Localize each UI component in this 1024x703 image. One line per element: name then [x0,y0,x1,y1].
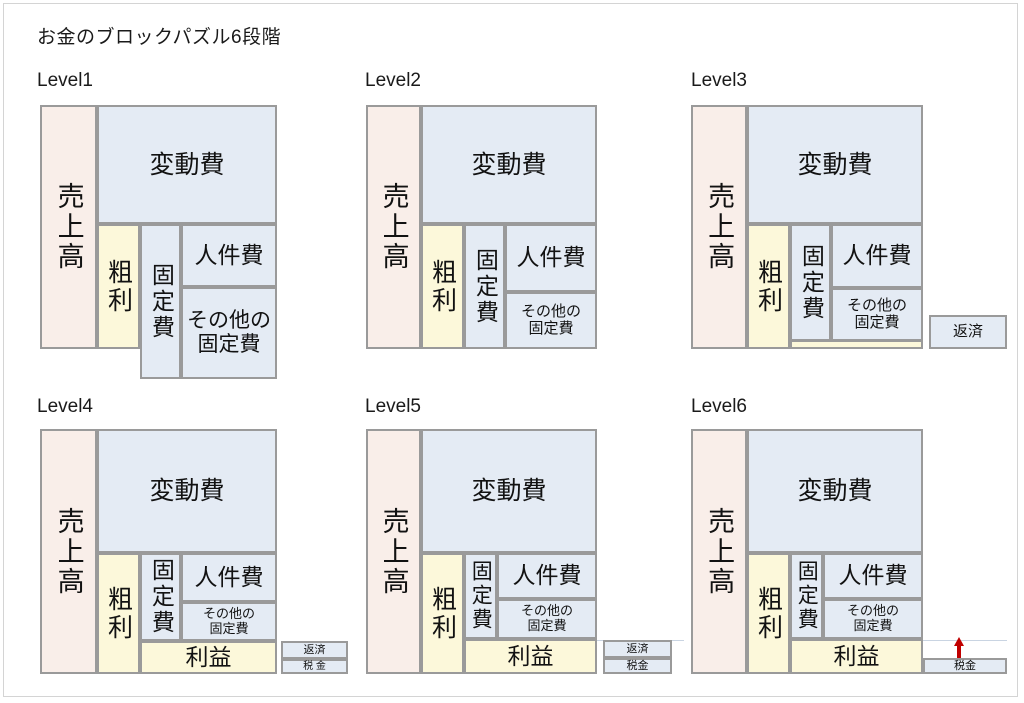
page-title: お金のブロックパズル6段階 [37,27,282,48]
level5-repayment-block: 返済 [603,640,672,658]
level1-other-fixed-cost-line2: 固定費 [197,333,261,356]
level3-other-fixed-cost-line2: 固定費 [854,313,900,331]
level3-other-fixed-cost-block: その他の 固定費 [831,288,923,341]
level4-other-fixed-cost-line2: 固定費 [209,620,249,636]
level2-other-fixed-cost-line1: その他の [520,302,581,320]
level1-sales-block: 売上高 [40,105,97,349]
level1-variable-cost-block: 変動費 [97,105,277,224]
level3-gross-profit-block: 粗利 [747,224,790,349]
level3-repayment-block: 返済 [929,315,1007,349]
level1-title: Level1 [37,70,93,91]
level2-variable-cost-block: 変動費 [421,105,597,224]
level6-labor-cost-block: 人件費 [823,553,923,599]
level5-tax-block: 税金 [603,658,672,674]
level2-title: Level2 [365,70,421,91]
level5-other-fixed-cost-line1: その他の [520,603,573,619]
level5-title: Level5 [365,396,421,417]
level5-variable-cost-block: 変動費 [421,429,597,553]
level3-sales-block: 売上高 [691,105,747,349]
level3-labor-cost-block: 人件費 [831,224,923,288]
level3-fixed-cost-block: 固定費 [790,224,831,341]
level4-repayment-block: 返済 [281,641,348,659]
level6-title: Level6 [691,396,747,417]
level6-gross-profit-block: 粗利 [747,553,790,674]
level2-sales-block: 売上高 [366,105,421,349]
level1-gross-profit-block: 粗利 [97,224,140,349]
level5-sales-block: 売上高 [366,429,421,674]
level3-title: Level3 [691,70,747,91]
level3-variable-cost-block: 変動費 [747,105,923,224]
level2-other-fixed-cost-block: その他の 固定費 [505,292,597,349]
diagram-page: お金のブロックパズル6段階 Level1 売上高 変動費 粗利 固定費 人件費 … [3,3,1018,697]
level3-profit-strip [790,341,923,349]
level2-labor-cost-block: 人件費 [505,224,597,292]
level4-other-fixed-cost-block: その他の 固定費 [181,602,277,641]
level4-sales-block: 売上高 [40,429,97,674]
level2-other-fixed-cost-line2: 固定費 [528,319,574,337]
level1-other-fixed-cost-block: その他の 固定費 [181,287,277,379]
level4-labor-cost-block: 人件費 [181,553,277,602]
level6-other-fixed-cost-line1: その他の [846,603,899,619]
level6-variable-cost-block: 変動費 [747,429,923,553]
level5-other-fixed-cost-line2: 固定費 [527,618,567,633]
level4-other-fixed-cost-line1: その他の [202,605,255,621]
level4-tax-block: 税 金 [281,659,348,674]
level4-profit-block: 利益 [140,641,277,674]
level4-fixed-cost-block: 固定費 [140,553,181,641]
level6-other-fixed-cost-block: その他の 固定費 [823,599,923,639]
level1-fixed-cost-block: 固定費 [140,224,181,379]
level6-tax-block: 税金 [923,658,1007,674]
level4-gross-profit-block: 粗利 [97,553,140,674]
level3-other-fixed-cost-line1: その他の [846,296,907,314]
level4-variable-cost-block: 変動費 [97,429,277,553]
level1-labor-cost-block: 人件費 [181,224,277,287]
level5-profit-block: 利益 [464,639,597,674]
level6-sales-block: 売上高 [691,429,747,674]
level2-gross-profit-block: 粗利 [421,224,464,349]
level5-labor-cost-block: 人件費 [497,553,597,599]
level5-fixed-cost-block: 固定費 [464,553,497,639]
level6-fixed-cost-block: 固定費 [790,553,823,639]
level2-fixed-cost-block: 固定費 [464,224,505,349]
level1-other-fixed-cost-line1: その他の [187,309,271,333]
level6-profit-block: 利益 [790,639,923,674]
level4-title: Level4 [37,396,93,417]
level6-guide-line [923,640,1007,641]
level6-other-fixed-cost-line2: 固定費 [853,618,893,633]
level5-gross-profit-block: 粗利 [421,553,464,674]
level5-other-fixed-cost-block: その他の 固定費 [497,599,597,639]
